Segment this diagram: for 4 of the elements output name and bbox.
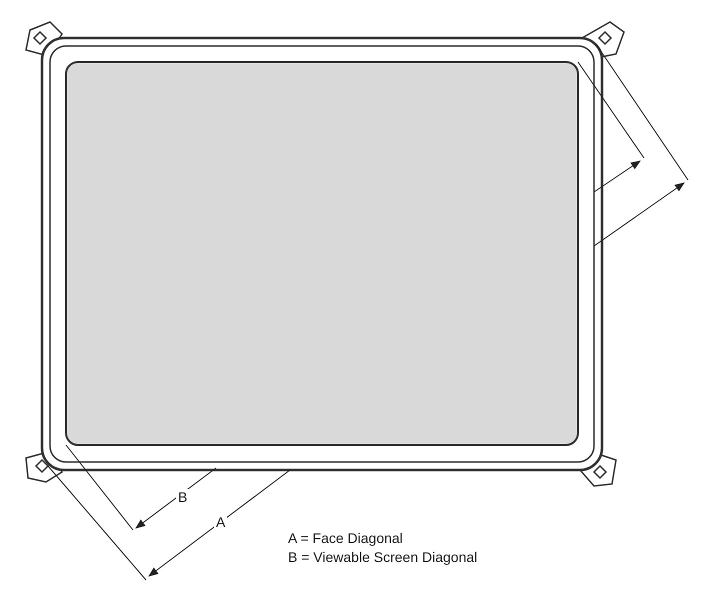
dimension-label: B	[176, 489, 190, 505]
legend-text: A = Face Diagonal	[288, 530, 403, 546]
dimension-label: A	[214, 514, 228, 530]
legend-text: B = Viewable Screen Diagonal	[288, 549, 478, 565]
